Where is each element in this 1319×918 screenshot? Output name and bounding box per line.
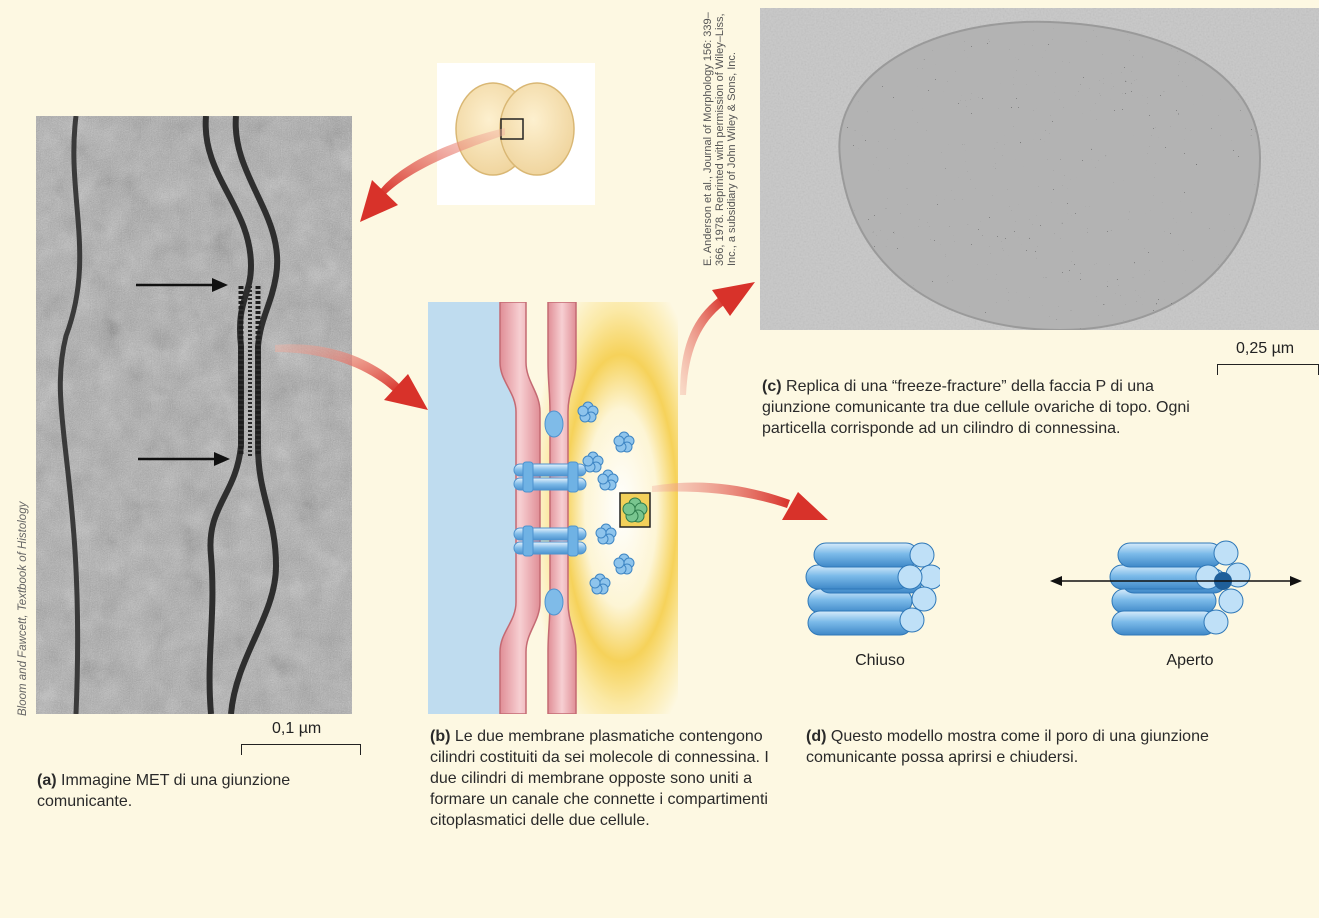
arrow-highlight-to-model <box>652 482 828 520</box>
arrow-schematic-to-freeze-fracture <box>680 282 755 395</box>
arrow-inset-to-tem <box>360 128 505 222</box>
arrow-tem-to-schematic <box>275 344 428 410</box>
